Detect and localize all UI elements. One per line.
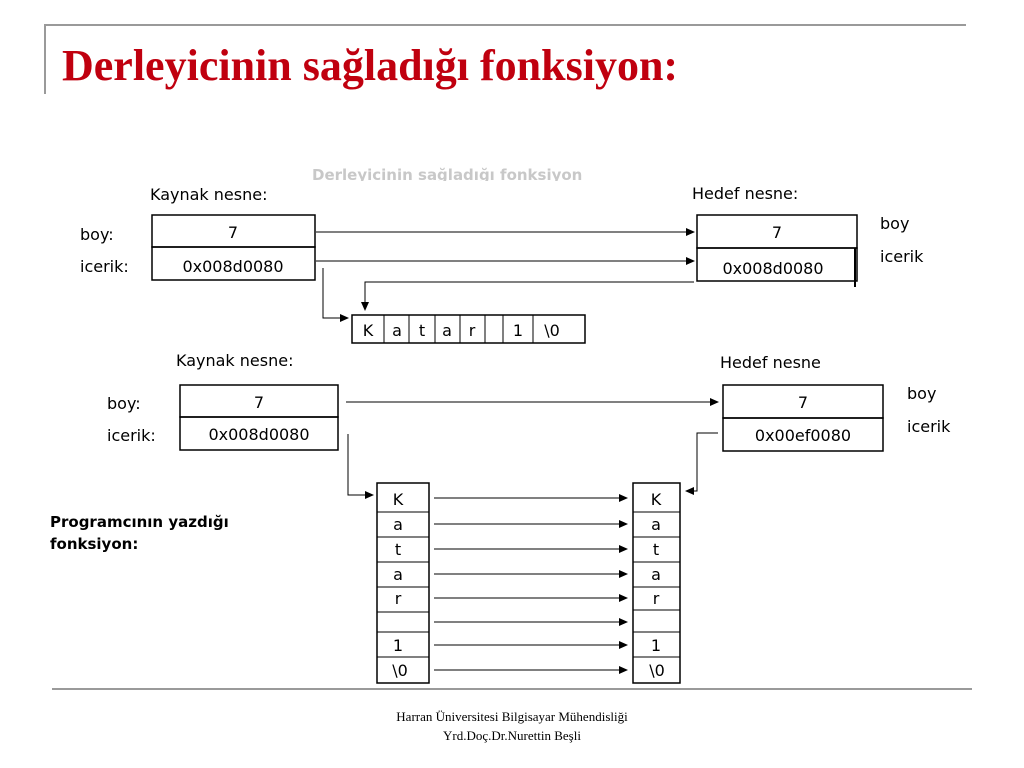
source-char-2: t xyxy=(395,540,401,559)
programmer-caption-line-2: fonksiyon: xyxy=(50,535,138,553)
compiler-char-6: 1 xyxy=(513,321,523,340)
compiler-target-icerik-value: 0x008d0080 xyxy=(722,259,823,278)
top-rule xyxy=(44,24,966,26)
footer-author: Yrd.Doç.Dr.Nurettin Beşli xyxy=(443,728,581,743)
source-char-1: a xyxy=(393,515,403,534)
faded-caption: Derleyicinin sağladığı fonksiyon xyxy=(312,166,582,184)
programmer-target-label: Hedef nesne xyxy=(720,353,821,372)
footer-institution: Harran Üniversitesi Bilgisayar Mühendisl… xyxy=(396,709,628,724)
compiler-string-array: K a t a r 1 \0 xyxy=(351,314,586,344)
footer: Harran Üniversitesi Bilgisayar Mühendisl… xyxy=(312,707,712,745)
programmer-target-boy-value: 7 xyxy=(798,393,808,412)
source-char-7: \0 xyxy=(392,661,408,680)
programmer-boy-label: boy: xyxy=(107,394,141,413)
programmer-icerik-label: icerik: xyxy=(107,426,156,445)
left-rule xyxy=(44,24,46,94)
compiler-char-0: K xyxy=(363,321,374,340)
programmer-source-pointer-arrow xyxy=(347,434,374,499)
compiler-char-4: r xyxy=(469,321,476,340)
compiler-source-boy-value: 7 xyxy=(228,223,238,242)
compiler-target-boy-label: boy xyxy=(880,214,909,233)
compiler-char-7: \0 xyxy=(544,321,560,340)
programmer-source-label: Kaynak nesne: xyxy=(176,351,293,370)
compiler-source-icerik-value: 0x008d0080 xyxy=(182,257,283,276)
programmer-target-boy-label: boy xyxy=(907,384,936,403)
compiler-source-box: 7 0x008d0080 xyxy=(151,214,316,281)
target-char-1: a xyxy=(651,515,661,534)
slide-title: Derleyicinin sağladığı fonksiyon: xyxy=(62,41,679,90)
programmer-source-box: 7 0x008d0080 xyxy=(179,384,339,451)
compiler-char-2: t xyxy=(419,321,425,340)
source-char-4: r xyxy=(395,589,402,608)
compiler-target-label: Hedef nesne: xyxy=(692,184,798,203)
source-char-6: 1 xyxy=(393,636,403,655)
compiler-source-pointer-arrow xyxy=(322,268,349,322)
programmer-target-array: K a t a r 1 \0 xyxy=(632,482,681,684)
programmer-target-icerik-value: 0x00ef0080 xyxy=(755,426,851,445)
compiler-target-boy-value: 7 xyxy=(772,223,782,242)
programmer-target-box: 7 0x00ef0080 xyxy=(722,384,884,452)
compiler-char-1: a xyxy=(392,321,402,340)
programmer-source-array: K a t a r 1 \0 xyxy=(376,482,430,684)
programmer-source-icerik-value: 0x008d0080 xyxy=(208,425,309,444)
compiler-target-icerik-label: icerik xyxy=(880,247,924,266)
programmer-source-boy-value: 7 xyxy=(254,393,264,412)
target-char-2: t xyxy=(653,540,659,559)
compiler-target-pointer-arrow xyxy=(361,281,694,311)
target-char-4: r xyxy=(653,589,660,608)
compiler-char-3: a xyxy=(442,321,452,340)
programmer-target-icerik-label: icerik xyxy=(907,417,951,436)
programmer-target-pointer-arrow xyxy=(685,432,718,495)
source-char-3: a xyxy=(393,565,403,584)
programmer-caption-line-1: Programcının yazdığı xyxy=(50,513,229,531)
target-char-7: \0 xyxy=(649,661,665,680)
compiler-source-label: Kaynak nesne: xyxy=(150,185,267,204)
target-char-6: 1 xyxy=(651,636,661,655)
compiler-target-box: 7 0x008d0080 xyxy=(696,214,858,287)
source-char-0: K xyxy=(393,490,404,509)
compiler-icerik-label: icerik: xyxy=(80,257,129,276)
target-char-0: K xyxy=(651,490,662,509)
compiler-boy-label: boy: xyxy=(80,225,114,244)
bottom-rule xyxy=(52,688,972,690)
target-char-3: a xyxy=(651,565,661,584)
element-copy-arrows xyxy=(434,494,628,674)
